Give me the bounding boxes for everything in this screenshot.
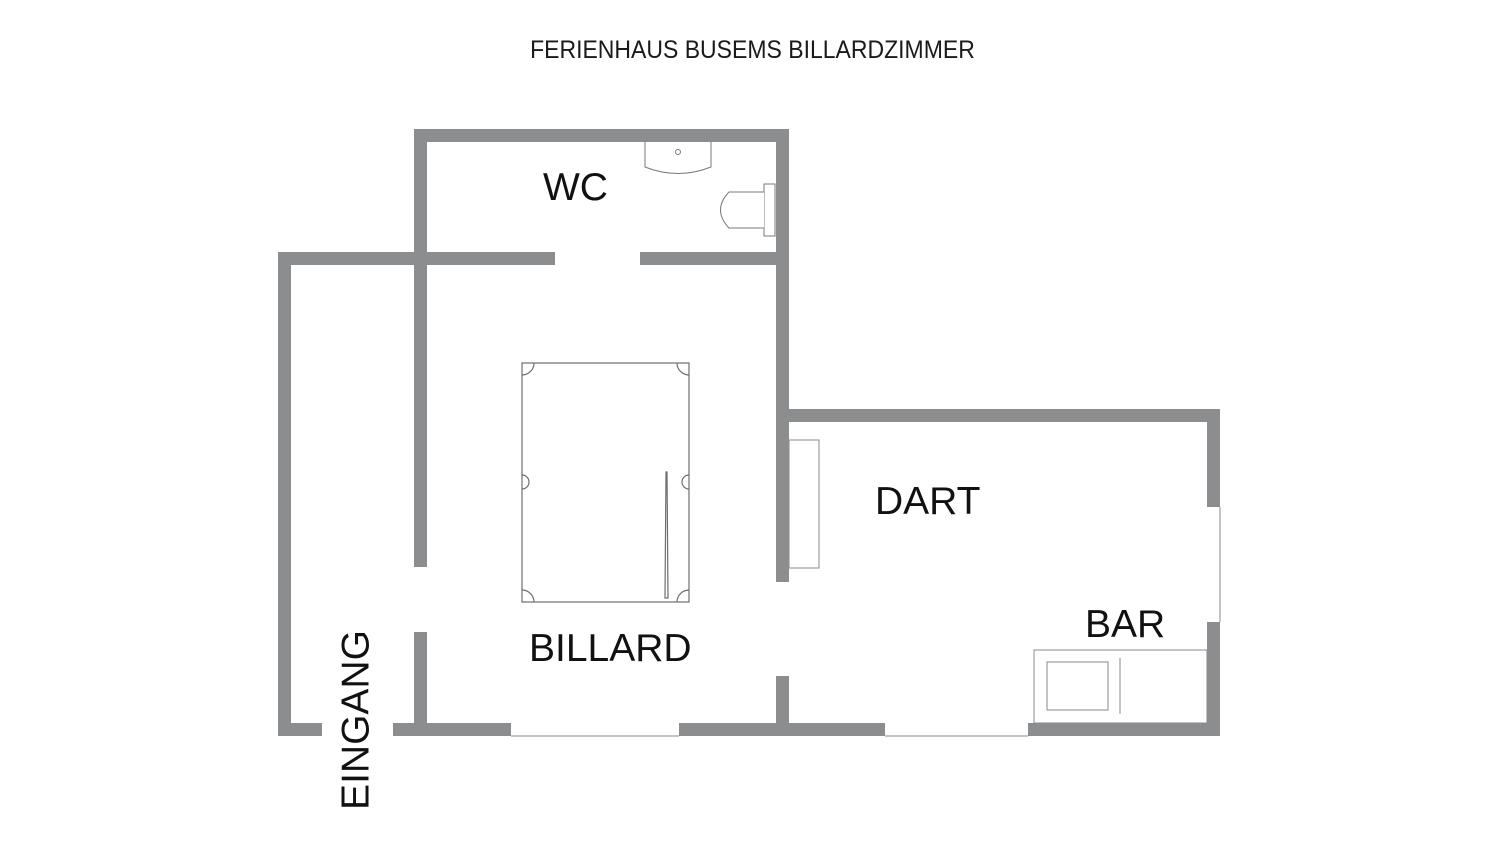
wall-bottom-right	[1028, 723, 1220, 736]
wall-corridor-lower	[414, 632, 427, 736]
bar-counter-icon	[1033, 649, 1208, 724]
wall-right-upper	[1207, 409, 1220, 507]
sink-icon	[644, 142, 712, 174]
billiard-table-icon	[521, 362, 690, 603]
entrance-label: EINGANG	[334, 630, 378, 810]
windows	[511, 507, 1221, 737]
wall-bottom-left	[278, 723, 322, 736]
wall-wc-left	[414, 129, 427, 269]
room-label-bar: BAR	[1085, 603, 1166, 646]
billiard-cue-icon	[664, 471, 669, 599]
room-label-billard: BILLARD	[529, 627, 692, 670]
plan-title: FERIENHAUS BUSEMS BILLARDZIMMER	[530, 36, 975, 64]
walls	[278, 129, 1220, 736]
toilet-tank-icon	[763, 183, 776, 237]
sink-drain-icon	[675, 149, 681, 155]
wall-hall-top-right	[640, 252, 789, 265]
wall-dart-top	[776, 409, 1220, 422]
toilet-icon	[720, 191, 764, 229]
dartboard-panel-icon	[788, 439, 820, 569]
room-label-wc: WC	[543, 166, 608, 209]
bar-sink-icon	[1046, 661, 1109, 711]
wall-corridor-upper	[414, 252, 427, 567]
wall-billard-dart-stub	[776, 676, 789, 736]
wall-center-right	[776, 129, 789, 582]
wall-outer-left	[278, 252, 291, 736]
wc-fixtures	[644, 142, 776, 237]
wall-wc-top	[414, 129, 789, 142]
wall-right-lower	[1207, 622, 1220, 736]
room-label-dart: DART	[875, 480, 981, 523]
wall-bottom-entrance-right	[393, 723, 511, 736]
